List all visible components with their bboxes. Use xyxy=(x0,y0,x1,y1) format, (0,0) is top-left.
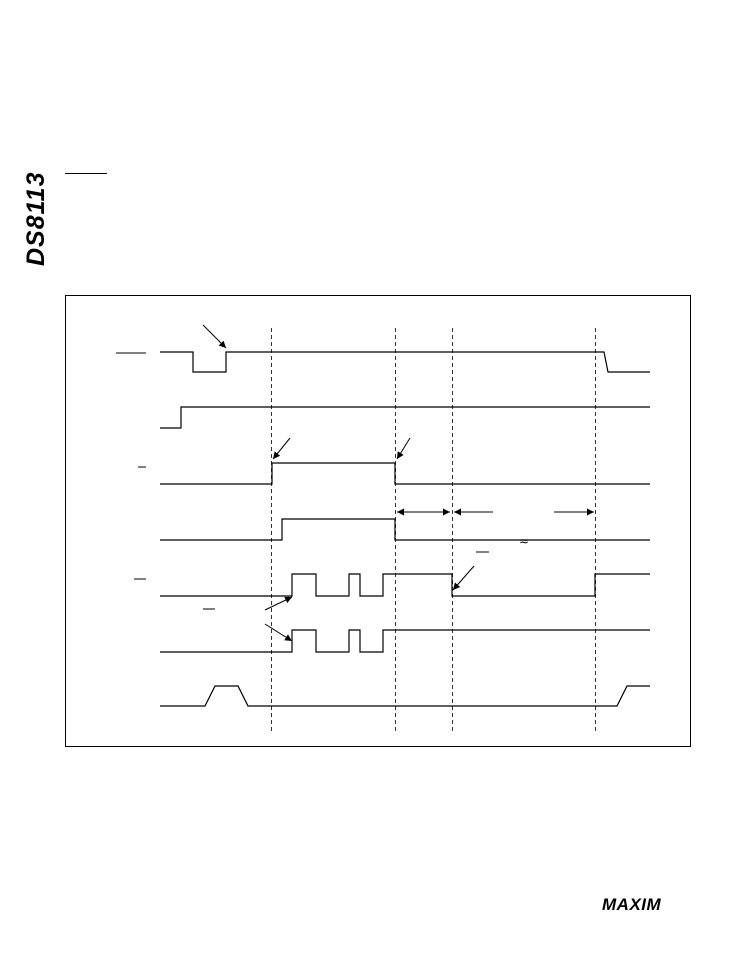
break-symbol: ≈ xyxy=(519,534,529,548)
time-markers xyxy=(271,328,596,732)
diagram-frame xyxy=(65,295,691,747)
waveform-2 xyxy=(160,406,650,429)
callout-arrow-2 xyxy=(272,437,291,460)
waveform-3 xyxy=(160,462,650,485)
callout-arrow-4 xyxy=(452,565,475,591)
waveform-6 xyxy=(160,629,650,653)
callout-arrow-5 xyxy=(264,596,293,611)
waveform-7 xyxy=(160,685,650,707)
callout-arrow-6 xyxy=(264,623,293,642)
waveform-1 xyxy=(160,351,650,373)
callout-arrow-3 xyxy=(396,437,411,460)
maxim-logo: MAXIM xyxy=(602,895,662,913)
callout-arrow-1 xyxy=(202,324,227,349)
logo-text: MAXIM xyxy=(602,895,662,913)
waveform-5 xyxy=(160,573,650,597)
waveform-4 xyxy=(160,518,650,541)
header-rule xyxy=(65,173,107,174)
